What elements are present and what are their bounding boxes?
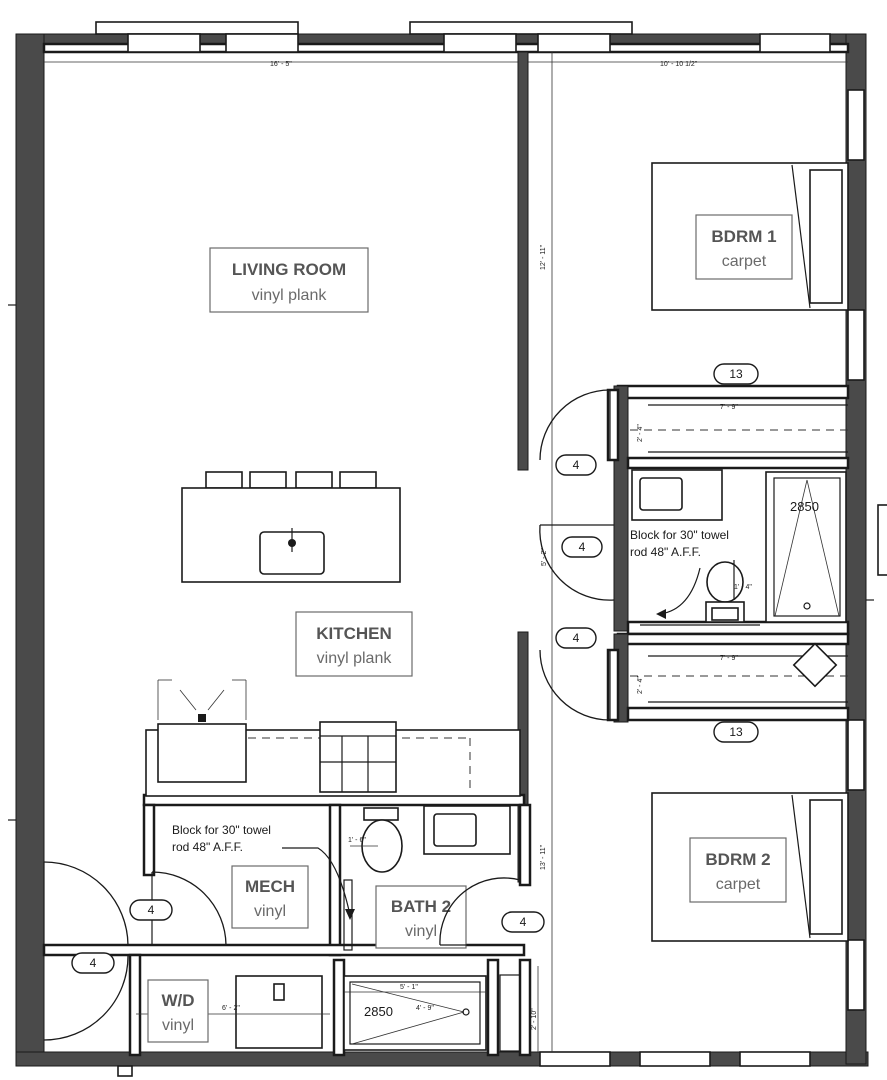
- wall-ticks: [8, 304, 874, 821]
- svg-text:4: 4: [148, 903, 155, 917]
- tag-closet-bottom: 13: [713, 721, 759, 743]
- kitchen-counter: [145, 679, 521, 797]
- bdrm1-material: carpet: [722, 253, 767, 270]
- top-dimension-line: 16' - 5" 10' - 10 1/2": [44, 52, 848, 70]
- bath2-material: vinyl: [405, 923, 437, 940]
- dim-wd-width: 6' - 2": [222, 1005, 240, 1012]
- kitchen-material: vinyl plank: [317, 650, 393, 667]
- bdrm1-name: BDRM 1: [711, 227, 776, 246]
- living-room-label: LIVING ROOM vinyl plank: [209, 247, 369, 313]
- shower-lower-label: 2850: [364, 1004, 393, 1019]
- door-bdrm1[interactable]: [539, 389, 611, 461]
- dim-shower-inner: 4' - 9": [416, 1005, 434, 1012]
- bdrm2-name: BDRM 2: [705, 850, 770, 869]
- dim-top-right: 10' - 10 1/2": [660, 61, 698, 68]
- shower-lower: 2850 5' - 1" 4' - 9": [343, 975, 487, 1051]
- towel-note-lower: Block for 30" towel rod 48" A.F.F.: [172, 823, 355, 920]
- dim-closet-bottom-width: 7' - 9": [720, 655, 738, 662]
- dim-hall-width: 5' - 2": [541, 548, 548, 566]
- svg-text:4: 4: [573, 458, 580, 472]
- kitchen-island: [181, 471, 401, 583]
- door-bdrm2[interactable]: [539, 649, 611, 721]
- bath2-closet: 2' - 10": [499, 966, 539, 1052]
- bath1-fixtures: 2850 1' - 4": [631, 469, 847, 688]
- bath2-name: BATH 2: [391, 897, 451, 916]
- dim-closet-top-depth: 2' - 4": [637, 424, 644, 442]
- dim-toilet-clear-lower: 1' - 6": [348, 837, 366, 844]
- living-room-name: LIVING ROOM: [232, 260, 346, 279]
- dim-bath2-closet-depth: 2' - 10": [531, 1008, 538, 1030]
- top-windows: [95, 21, 831, 53]
- tag-door-bath1: 4: [561, 536, 603, 558]
- dim-closet-bottom-depth: 2' - 4": [637, 676, 644, 694]
- shower-upper-label: 2850: [790, 499, 819, 514]
- dim-closet-top-width: 7' - 9": [720, 404, 738, 411]
- closet-top: 7' - 9" 2' - 4": [630, 404, 848, 453]
- tag-door-bdrm2: 4: [555, 627, 597, 649]
- svg-text:4: 4: [520, 915, 527, 929]
- door-bath1[interactable]: [539, 524, 615, 601]
- wd-name: W/D: [161, 991, 194, 1010]
- dim-bdrm2-depth: 13' - 11": [540, 844, 547, 870]
- kitchen-name: KITCHEN: [316, 624, 392, 643]
- tag-door-bdrm1: 4: [555, 454, 597, 476]
- towel-note-upper: Block for 30" towel rod 48" A.F.F.: [630, 528, 729, 619]
- door-entry[interactable]: [43, 861, 129, 1041]
- svg-text:4: 4: [573, 631, 580, 645]
- door-bath2[interactable]: [439, 877, 521, 946]
- dim-bdrm1-depth: 12' - 11": [540, 244, 547, 270]
- svg-text:4: 4: [90, 956, 97, 970]
- dim-toilet-clear-upper: 1' - 4": [734, 584, 752, 591]
- washer-dryer: 6' - 2": [136, 975, 330, 1049]
- living-room-material: vinyl plank: [252, 287, 328, 304]
- svg-text:13: 13: [729, 367, 743, 381]
- towel-note-lower-line1: Block for 30" towel: [172, 823, 271, 837]
- dim-top-left: 16' - 5": [270, 61, 292, 68]
- bottom-windows: [117, 1051, 811, 1077]
- mech-label: MECH vinyl: [231, 865, 309, 929]
- tag-door-bath2: 4: [501, 911, 545, 933]
- wd-material: vinyl: [162, 1017, 194, 1034]
- kitchen-label: KITCHEN vinyl plank: [295, 611, 413, 677]
- tag-door-mech: 4: [129, 899, 173, 921]
- mech-material: vinyl: [254, 903, 286, 920]
- bdrm2-material: carpet: [716, 876, 761, 893]
- mech-name: MECH: [245, 877, 295, 896]
- bath2-fixtures: 1' - 6": [348, 805, 511, 873]
- dim-shower-width: 5' - 1": [400, 984, 418, 991]
- svg-text:13: 13: [729, 725, 743, 739]
- wd-label: W/D vinyl: [147, 979, 209, 1043]
- tag-closet-top: 13: [713, 363, 759, 385]
- bdrm2-label: BDRM 2 carpet: [689, 837, 787, 903]
- interior-walls: [42, 51, 850, 1057]
- towel-note-upper-line2: rod 48" A.F.F.: [630, 545, 701, 559]
- right-windows: [847, 89, 887, 1011]
- towel-note-lower-line2: rod 48" A.F.F.: [172, 840, 243, 854]
- bdrm1-label: BDRM 1 carpet: [695, 214, 793, 280]
- bath2-label: BATH 2 vinyl: [375, 885, 467, 949]
- tag-door-entry: 4: [71, 952, 115, 974]
- towel-note-upper-line1: Block for 30" towel: [630, 528, 729, 542]
- svg-text:4: 4: [579, 540, 586, 554]
